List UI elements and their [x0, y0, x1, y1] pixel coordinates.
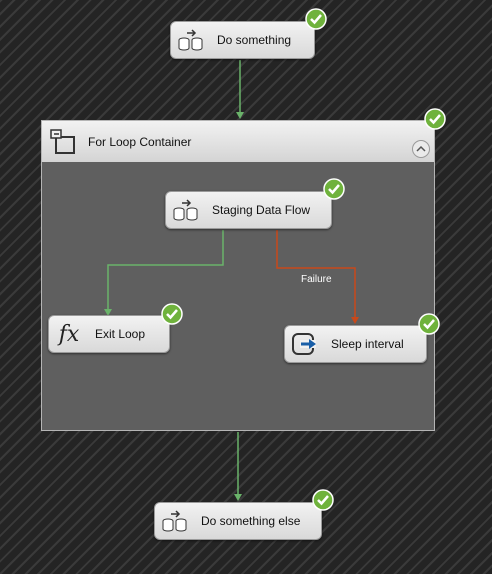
- task-label: Exit Loop: [95, 327, 146, 341]
- container-header[interactable]: For Loop Container: [42, 121, 434, 162]
- task-label: Do something else: [201, 514, 301, 528]
- success-check-icon: [418, 313, 440, 335]
- data-flow-icon: [170, 195, 202, 225]
- success-check-icon: [312, 489, 334, 511]
- success-check-icon: [305, 8, 327, 30]
- success-check-icon: [424, 108, 446, 130]
- container-title: For Loop Container: [88, 134, 192, 149]
- success-check-icon: [323, 178, 345, 200]
- failure-label: Failure: [301, 274, 332, 285]
- task-exit-loop[interactable]: fx Exit Loop: [48, 315, 170, 353]
- task-label: Staging Data Flow: [212, 203, 311, 217]
- success-arrow-exit-loop[interactable]: [107, 230, 224, 314]
- loop-container-icon: [50, 128, 75, 154]
- task-label: Sleep interval: [331, 337, 404, 351]
- success-arrowhead: [104, 309, 112, 316]
- success-arrowhead: [234, 494, 242, 501]
- for-loop-container[interactable]: For Loop Container: [41, 120, 435, 431]
- task-label: Do something: [217, 33, 292, 47]
- failure-arrow-sleep[interactable]: [276, 230, 356, 322]
- data-flow-icon: [175, 25, 207, 55]
- task-staging-data-flow[interactable]: Staging Data Flow: [165, 191, 332, 229]
- task-sleep-interval[interactable]: Sleep interval: [284, 325, 427, 363]
- expression-icon: fx: [58, 321, 80, 347]
- execute-process-icon: [289, 329, 321, 359]
- task-do-something-else[interactable]: Do something else: [154, 502, 322, 540]
- success-arrowhead: [236, 112, 244, 119]
- success-check-icon: [161, 303, 183, 325]
- failure-arrowhead: [351, 317, 359, 324]
- collapse-button[interactable]: [412, 140, 430, 158]
- chevron-up-icon: [416, 145, 426, 152]
- task-do-something[interactable]: Do something: [170, 21, 315, 59]
- data-flow-icon: [159, 506, 191, 536]
